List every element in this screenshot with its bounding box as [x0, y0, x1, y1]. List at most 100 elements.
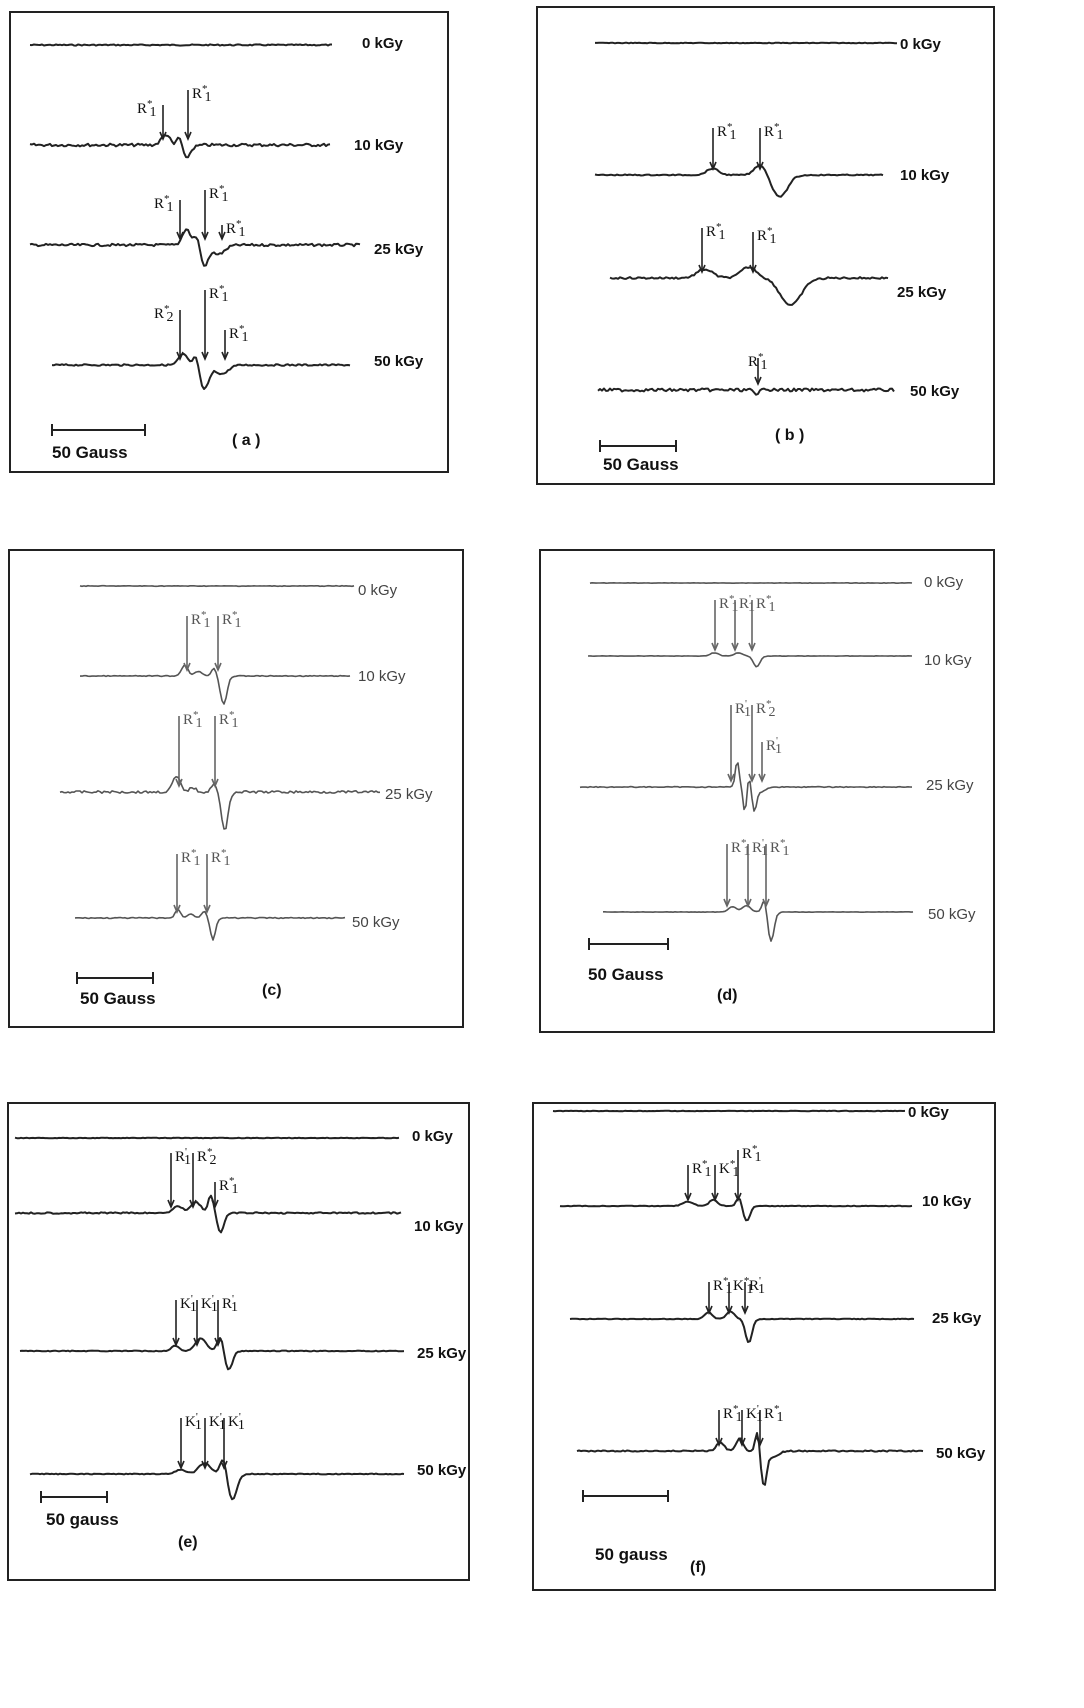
- spectrum-trace: [29, 43, 332, 47]
- spectrum-trace: [19, 1337, 405, 1371]
- spectrum-trace: [80, 664, 351, 705]
- panel-label: ( a ): [232, 432, 260, 449]
- spectrum-trace: [59, 776, 380, 830]
- radical-marker-label: R*1: [748, 351, 768, 373]
- scale-label: 50 Gauss: [603, 455, 679, 474]
- spectrum-trace: [29, 1459, 405, 1501]
- marker-arrowhead: [741, 1305, 749, 1316]
- radical-marker-label: R*1: [770, 837, 790, 859]
- spectrum-trace: [559, 1197, 913, 1222]
- radical-marker-label: K'1: [180, 1293, 197, 1315]
- marker-arrowhead: [220, 1460, 228, 1471]
- panel-label: (d): [717, 987, 737, 1004]
- spectrum-trace: [603, 901, 914, 942]
- marker-arrowhead: [167, 1199, 175, 1210]
- marker-arrowhead: [184, 131, 192, 142]
- radical-marker-label: R*1: [192, 83, 212, 105]
- radical-marker-label: R*1: [211, 847, 231, 869]
- dose-label: 0 kGy: [908, 1104, 950, 1121]
- dose-label: 10 kGy: [922, 1193, 972, 1210]
- panel-label: ( b ): [775, 427, 804, 444]
- radical-marker-label: R*1: [731, 837, 751, 859]
- radical-marker-label: K'1: [201, 1293, 218, 1315]
- radical-marker-label: R*1: [222, 609, 242, 631]
- dose-label: 25 kGy: [926, 777, 974, 794]
- panel-frame: [536, 6, 995, 485]
- marker-arrowhead: [218, 231, 226, 242]
- spectrum-trace: [51, 353, 351, 390]
- marker-arrowhead: [159, 131, 167, 142]
- dose-label: 10 kGy: [414, 1218, 464, 1235]
- marker-arrowhead: [756, 1437, 764, 1448]
- marker-arrowhead: [762, 898, 770, 909]
- marker-arrowhead: [748, 773, 756, 784]
- marker-arrowhead: [754, 376, 762, 387]
- spectrum-trace: [579, 762, 913, 812]
- radical-marker-label: R*1: [219, 709, 239, 731]
- panel-label: (f): [690, 1559, 706, 1576]
- radical-marker-label: K'1: [209, 1411, 226, 1433]
- radical-marker-label: R'1: [735, 698, 751, 720]
- spectrum-trace: [14, 1194, 402, 1234]
- marker-arrowhead: [221, 351, 229, 362]
- radical-marker-label: R*1: [706, 221, 726, 243]
- dose-label: 0 kGy: [924, 574, 964, 591]
- marker-arrowhead: [214, 1337, 222, 1348]
- radical-marker-label: R*1: [219, 1175, 239, 1197]
- dose-label: 10 kGy: [358, 668, 406, 685]
- spectrum-trace: [587, 652, 913, 668]
- radical-marker-label: R'1: [766, 735, 782, 757]
- radical-marker-label: R*1: [137, 98, 157, 120]
- marker-arrowhead: [189, 1199, 197, 1210]
- radical-marker-label: R*1: [756, 593, 776, 615]
- radical-marker-label: R*1: [764, 1403, 784, 1425]
- marker-arrowhead: [698, 264, 706, 275]
- dose-label: 50 kGy: [374, 353, 424, 370]
- radical-marker-label: R*1: [209, 283, 229, 305]
- marker-arrowhead: [758, 773, 766, 784]
- dose-label: 50 kGy: [910, 383, 960, 400]
- marker-arrowhead: [177, 1460, 185, 1471]
- marker-arrowhead: [709, 161, 717, 172]
- radical-marker-label: R'1: [175, 1146, 191, 1168]
- marker-arrowhead: [203, 904, 211, 915]
- spectrum-trace: [576, 1432, 924, 1486]
- spectrum-trace: [609, 266, 889, 306]
- marker-arrowhead: [711, 642, 719, 653]
- radical-marker-label: K'1: [185, 1411, 202, 1433]
- radical-marker-label: R*1: [229, 323, 249, 345]
- radical-marker-label: K*1: [733, 1275, 753, 1297]
- spectrum-trace: [29, 134, 331, 159]
- dose-label: 25 kGy: [932, 1310, 982, 1327]
- dose-label: 0 kGy: [900, 36, 942, 53]
- panel-frame: [9, 11, 449, 473]
- radical-marker-label: R*2: [154, 303, 174, 325]
- spectrum-trace: [597, 387, 895, 396]
- dose-label: 10 kGy: [900, 167, 950, 184]
- marker-arrowhead: [201, 1460, 209, 1471]
- radical-marker-label: R*1: [226, 218, 246, 240]
- marker-arrowhead: [731, 642, 739, 653]
- scale-label: 50 Gauss: [52, 443, 128, 462]
- radical-marker-label: R*1: [757, 225, 777, 247]
- marker-arrowhead: [173, 904, 181, 915]
- spectrum-trace: [569, 1310, 915, 1343]
- radical-marker-label: R*1: [742, 1143, 762, 1165]
- marker-arrowhead: [684, 1192, 692, 1203]
- panel-frame: [8, 549, 464, 1028]
- radical-marker-label: R*1: [717, 121, 737, 143]
- radical-marker-label: R*1: [209, 183, 229, 205]
- dose-label: 0 kGy: [358, 582, 398, 599]
- marker-arrowhead: [727, 773, 735, 784]
- marker-arrowhead: [183, 662, 191, 673]
- radical-marker-label: R*1: [181, 847, 201, 869]
- radical-marker-label: K*1: [719, 1158, 739, 1180]
- marker-arrowhead: [175, 778, 183, 789]
- dose-label: 25 kGy: [385, 786, 433, 803]
- dose-label: 25 kGy: [417, 1345, 467, 1362]
